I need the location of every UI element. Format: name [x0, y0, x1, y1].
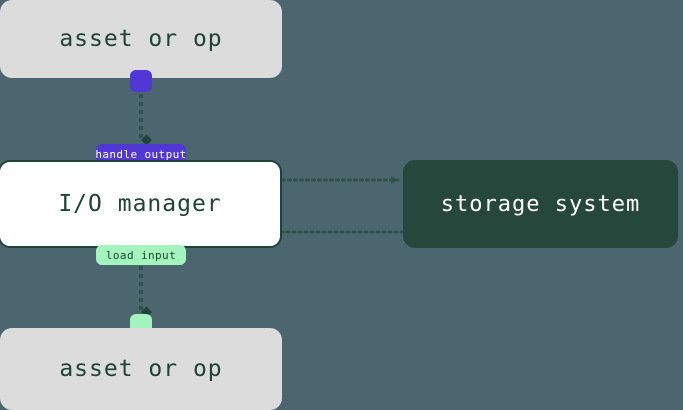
edge-label-load-input-text: load input — [105, 248, 177, 262]
node-asset-bottom-label: asset or op — [59, 356, 223, 382]
node-storage-system[interactable]: storage system — [403, 160, 678, 248]
edge-label-handle-output[interactable]: handle output — [95, 144, 187, 164]
node-asset-top[interactable]: asset or op — [0, 0, 282, 78]
node-asset-bottom[interactable]: asset or op — [0, 328, 282, 410]
output-port-icon[interactable] — [130, 70, 152, 92]
node-storage-system-label: storage system — [440, 191, 641, 217]
node-io-manager-label: I/O manager — [58, 191, 222, 217]
edge-label-handle-output-text: handle output — [95, 147, 187, 161]
node-asset-top-label: asset or op — [59, 26, 223, 52]
edge-label-load-input[interactable]: load input — [96, 245, 186, 265]
node-io-manager[interactable]: I/O manager — [0, 160, 282, 248]
